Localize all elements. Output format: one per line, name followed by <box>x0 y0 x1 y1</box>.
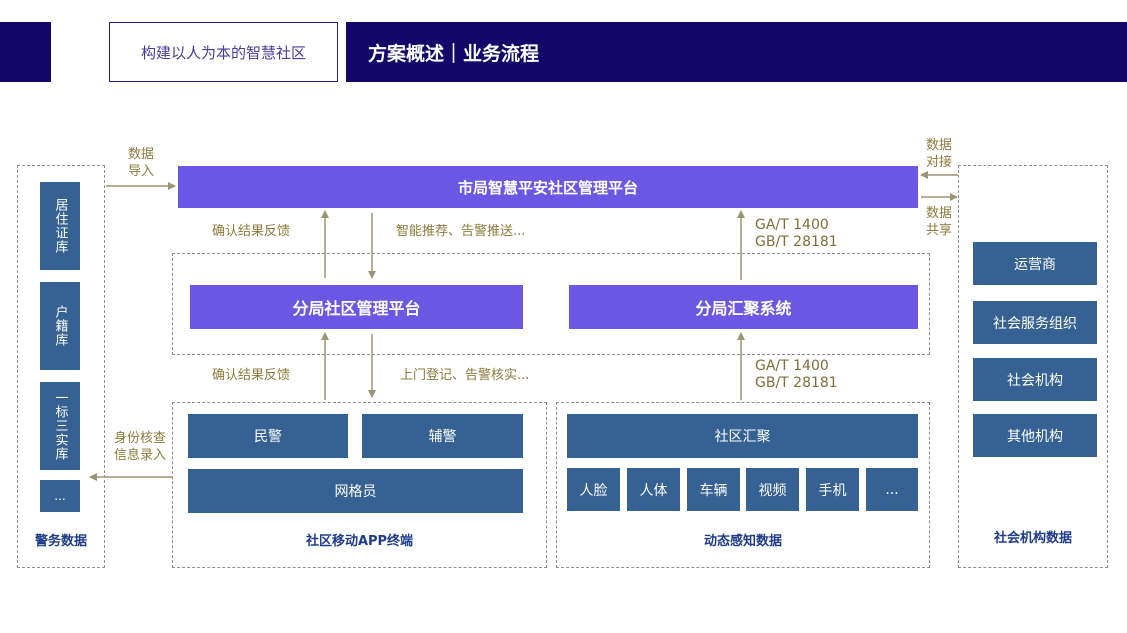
police-item-residence: 居住证库 <box>40 182 80 270</box>
social-data-caption: 社会机构数据 <box>993 531 1072 546</box>
city-platform: 市局智慧平安社区管理平台 <box>178 166 918 208</box>
mobile-app-panel <box>172 402 547 568</box>
mobile-item-auxiliary: 辅警 <box>362 414 523 458</box>
social-item-institution: 社会机构 <box>973 358 1097 401</box>
police-item-household: 户籍库 <box>40 282 80 370</box>
social-data-panel <box>958 165 1108 568</box>
mobile-app-caption: 社区移动APP终端 <box>305 534 414 549</box>
branch-platform: 分局社区管理平台 <box>190 285 523 329</box>
label-confirm-feedback-bottom: 确认结果反馈 <box>212 368 291 383</box>
police-data-panel <box>17 165 105 568</box>
label-data-import: 数据导入 <box>127 147 154 179</box>
label-identity-check: 身份核查信息录入 <box>113 431 166 463</box>
sensing-item-body: 人体 <box>627 468 680 511</box>
label-confirm-feedback-top: 确认结果反馈 <box>212 224 291 239</box>
mobile-item-grid-member: 网格员 <box>188 469 523 513</box>
mobile-item-police: 民警 <box>188 414 348 458</box>
sensing-item-video: 视频 <box>746 468 799 511</box>
police-data-caption: 警务数据 <box>34 534 87 549</box>
social-item-other: 其他机构 <box>973 414 1097 457</box>
sensing-item-more: ... <box>866 468 918 511</box>
social-item-service-org: 社会服务组织 <box>973 301 1097 344</box>
branch-aggregation: 分局汇聚系统 <box>569 285 918 329</box>
label-data-share: 数据共享 <box>925 206 952 238</box>
sensing-item-phone: 手机 <box>806 468 859 511</box>
sensing-item-vehicle: 车辆 <box>687 468 740 511</box>
police-item-standard: 一标三实库 <box>40 382 80 470</box>
header-title: 方案概述｜业务流程 <box>346 22 1127 82</box>
header-left-block <box>0 22 51 82</box>
branch-layer-panel <box>172 253 930 355</box>
sensing-aggregate: 社区汇聚 <box>567 414 918 458</box>
sensing-caption: 动态感知数据 <box>703 534 782 549</box>
label-smart-recommend: 智能推荐、告警推送... <box>396 224 526 239</box>
label-data-connect: 数据对接 <box>925 138 952 170</box>
sensing-panel <box>556 402 930 568</box>
label-door-register: 上门登记、告警核实... <box>400 368 530 383</box>
sensing-item-face: 人脸 <box>567 468 620 511</box>
header-subtitle: 构建以人为本的智慧社区 <box>109 22 338 82</box>
social-item-operator: 运营商 <box>973 242 1097 285</box>
police-item-more: ... <box>40 480 80 512</box>
